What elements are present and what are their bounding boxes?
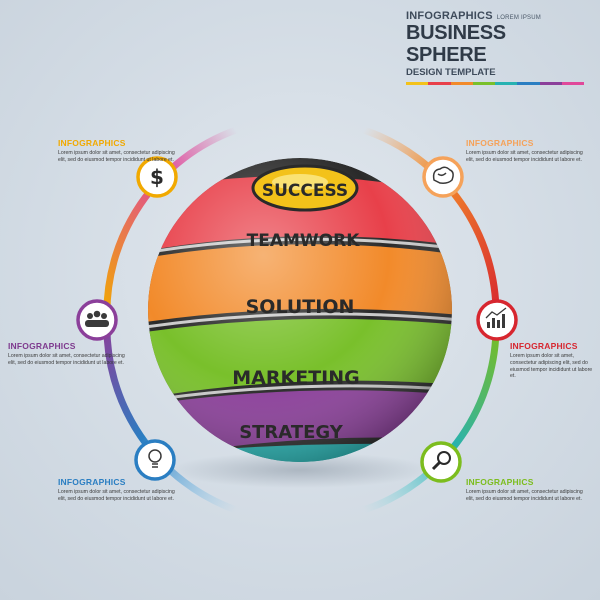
callout-body: Lorem ipsum dolor sit amet, consectetur …: [58, 150, 175, 163]
header-line1-sub: LOREM IPSUM: [496, 15, 541, 21]
band-label-solution: SOLUTION: [246, 296, 355, 318]
team-icon: [85, 310, 109, 327]
magnifier-icon: [431, 451, 451, 471]
ring-arc-bottom-right: [360, 316, 500, 514]
callout-title: INFOGRAPHICS: [466, 138, 534, 148]
node-chart[interactable]: [476, 299, 518, 341]
band-label-strategy: STRATEGY: [239, 422, 344, 443]
brain-icon: [432, 166, 454, 184]
callout-title: INFOGRAPHICS: [466, 477, 534, 487]
callout-middle-right: INFOGRAPHICS Lorem ipsum dolor sit amet,…: [510, 341, 594, 380]
node-magnifier[interactable]: [420, 441, 462, 483]
ring-arc-top-left: [103, 126, 240, 324]
band-label-success: SUCCESS: [262, 181, 348, 201]
callout-body: Lorem ipsum dolor sit amet, consectetur …: [58, 489, 175, 502]
band-label-teamwork: TEAMWORK: [247, 231, 361, 251]
ring-arc-bottom-left: [103, 316, 240, 514]
callout-body: Lorem ipsum dolor sit amet, consectetur …: [466, 150, 583, 163]
callout-title: INFOGRAPHICS: [8, 341, 76, 351]
dollar-icon: $: [150, 165, 164, 189]
callout-top-right: INFOGRAPHICS Lorem ipsum dolor sit amet,…: [466, 138, 584, 164]
callout-title: INFOGRAPHICS: [58, 138, 126, 148]
callout-body: Lorem ipsum dolor sit amet, consectetur …: [8, 353, 125, 366]
band-label-marketing: MARKETING: [232, 367, 359, 389]
header-color-stripe: [406, 82, 584, 85]
node-dollar[interactable]: $: [136, 156, 178, 198]
callout-body: Lorem ipsum dolor sit amet, consectetur …: [466, 489, 583, 502]
callout-bottom-right: INFOGRAPHICS Lorem ipsum dolor sit amet,…: [466, 477, 584, 503]
callout-title: INFOGRAPHICS: [510, 341, 578, 351]
chart-icon: [485, 307, 507, 328]
node-brain[interactable]: [422, 156, 464, 198]
outer-ring: [103, 126, 500, 514]
lightbulb-icon: [148, 449, 162, 468]
callout-bottom-left: INFOGRAPHICS Lorem ipsum dolor sit amet,…: [58, 477, 176, 503]
callout-middle-left: INFOGRAPHICS Lorem ipsum dolor sit amet,…: [8, 341, 126, 367]
header-title: BUSINESS SPHERE: [406, 22, 506, 66]
callout-top-left: INFOGRAPHICS Lorem ipsum dolor sit amet,…: [58, 138, 176, 164]
callout-body: Lorem ipsum dolor sit amet, consectetur …: [510, 353, 593, 380]
sphere-shadow: [170, 452, 430, 488]
callout-title: INFOGRAPHICS: [58, 477, 126, 487]
header-subtitle: DESIGN TEMPLATE: [406, 67, 496, 78]
node-team[interactable]: [76, 299, 118, 341]
node-lightbulb[interactable]: [134, 439, 176, 481]
ring-arc-top-right: [360, 126, 500, 324]
